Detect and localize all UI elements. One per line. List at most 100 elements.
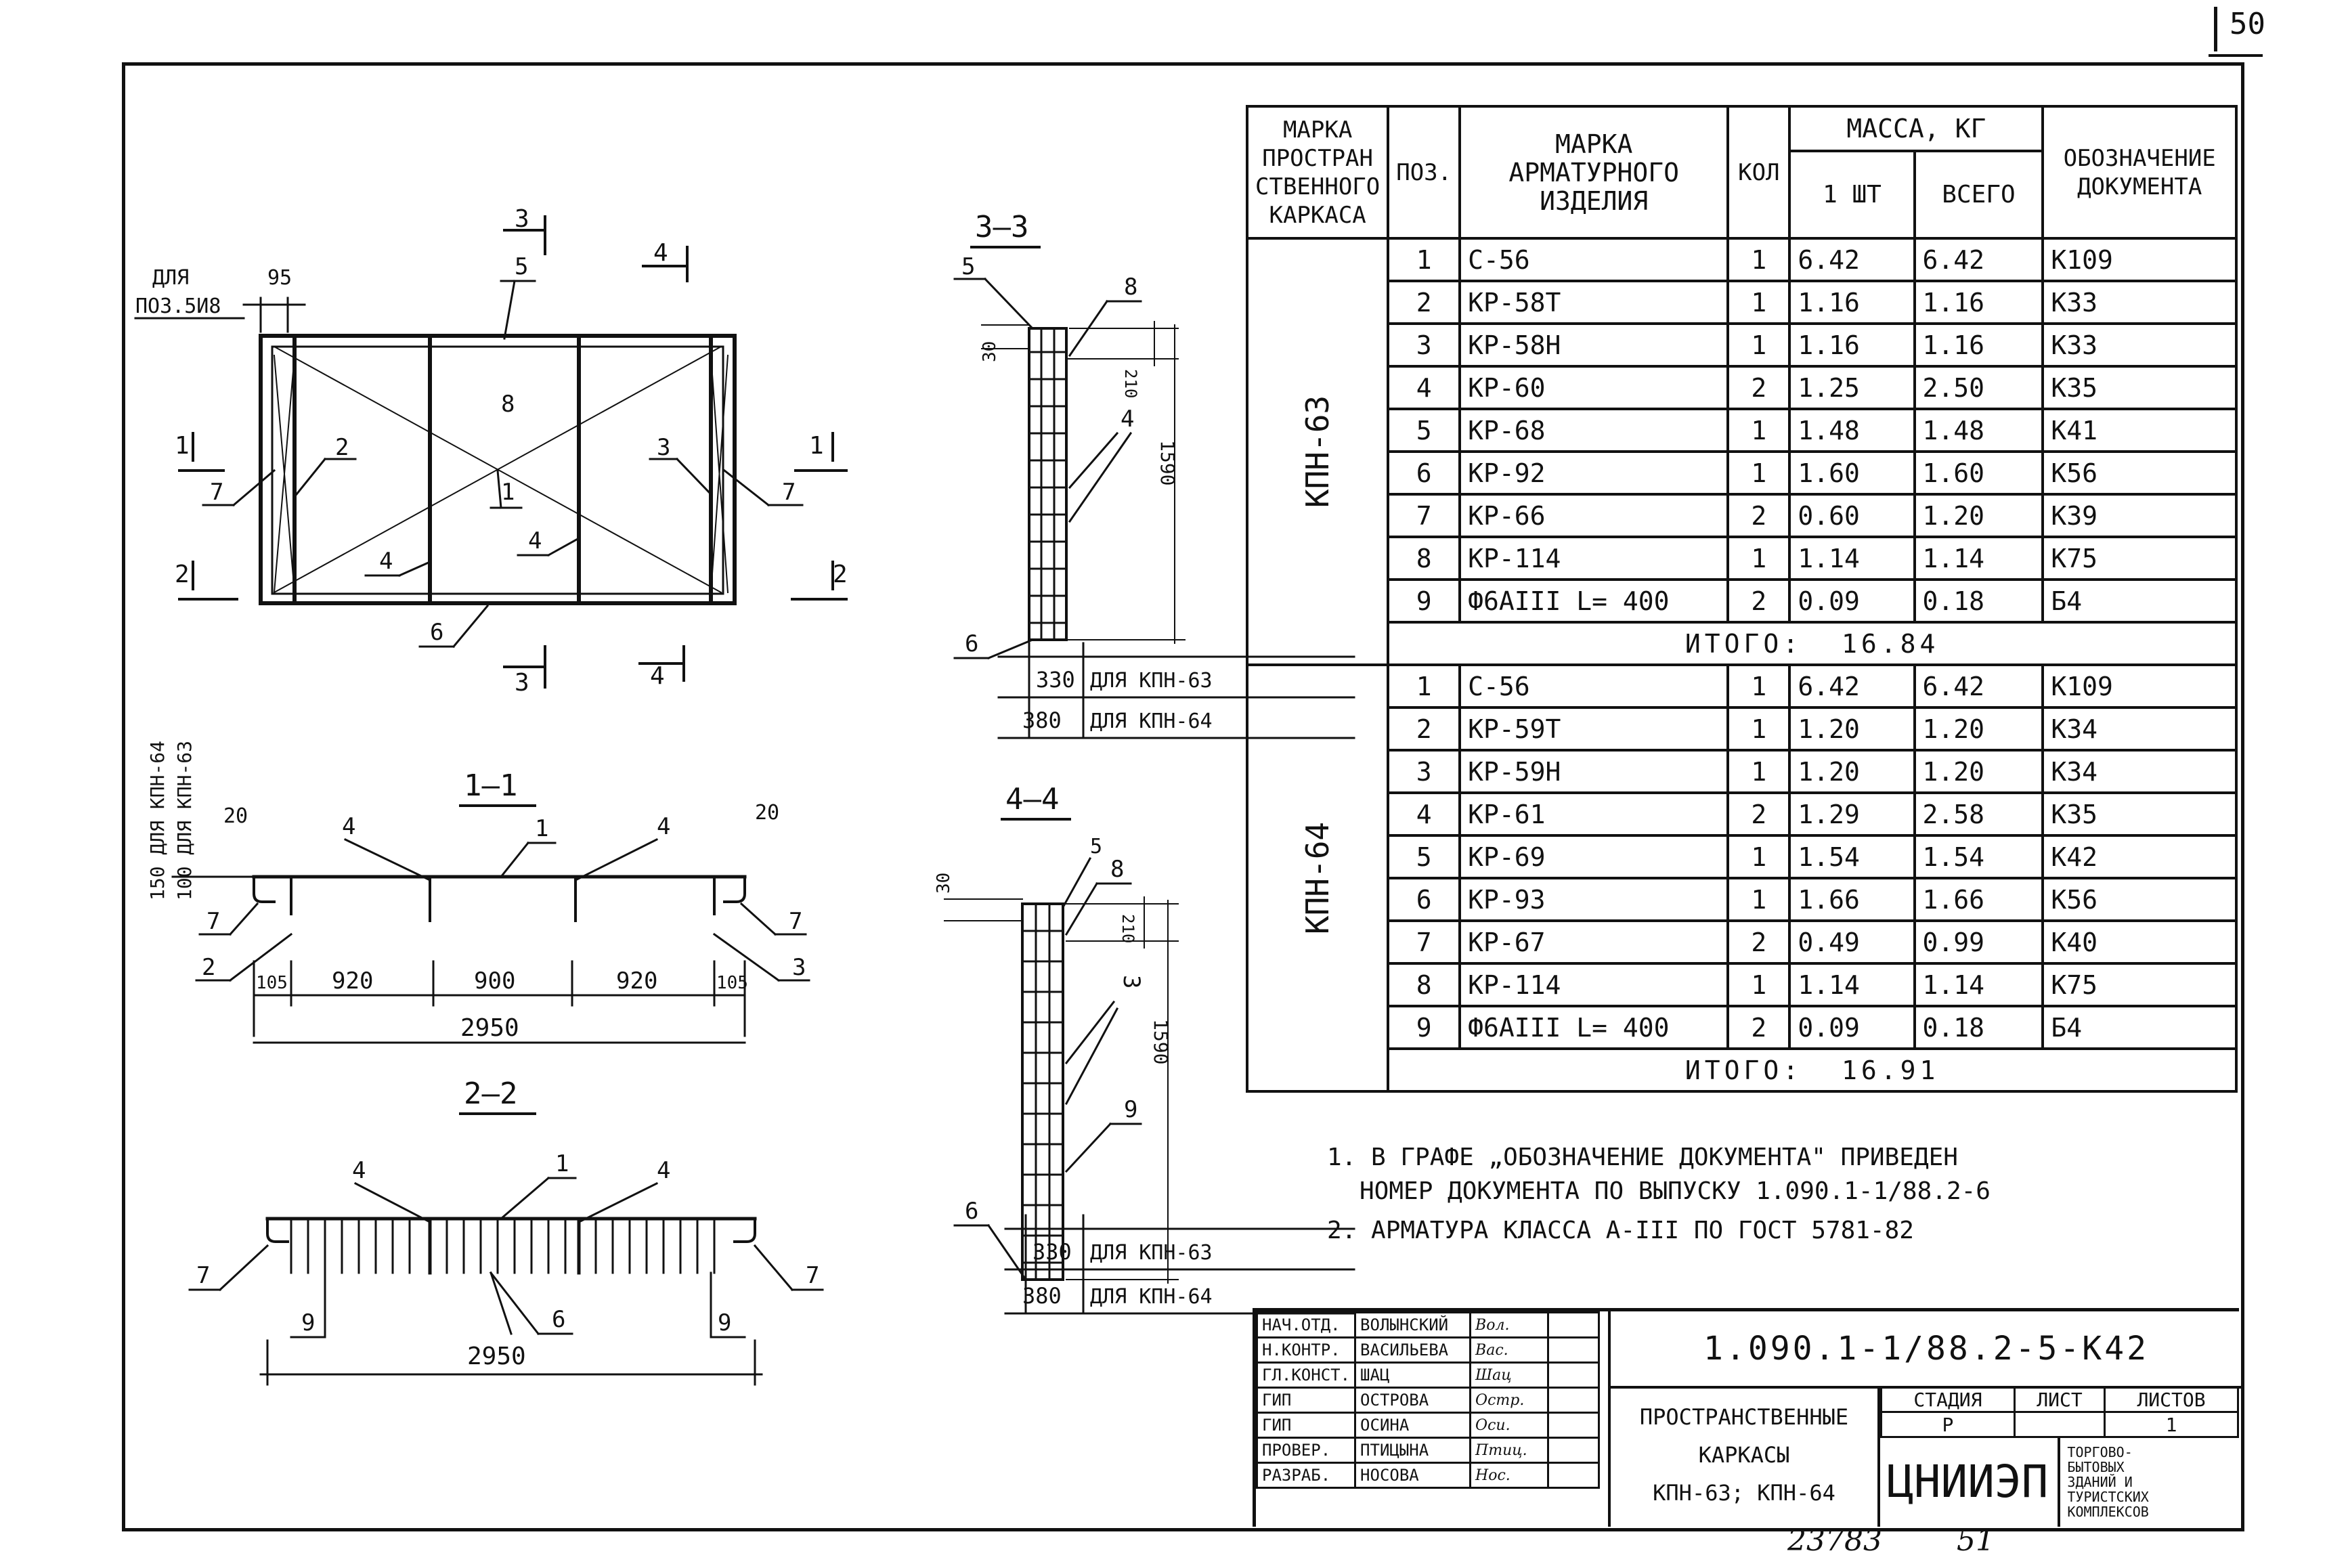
header-mass-total: ВСЕГО <box>1913 150 2045 240</box>
plan-callout-6: 6 <box>430 619 443 646</box>
section-1-1-callout-3: 3 <box>792 954 806 981</box>
cell-mass-one: 1.16 <box>1788 322 1916 368</box>
cell-mass-total: 1.20 <box>1913 706 2045 752</box>
section-1-1-callout-4-right: 4 <box>657 813 670 840</box>
section-3-3-cage <box>1028 327 1068 641</box>
section-3-3-width-63-label: ДЛЯ КПН-63 <box>1090 669 1213 693</box>
organization-block: ЦНИИЭП ТОРГОВО- БЫТОВЫХ ЗДАНИЙ И ТУРИСТС… <box>1880 1437 2239 1527</box>
section-4-4-width-64-label: ДЛЯ КПН-64 <box>1090 1285 1213 1309</box>
cell-mark: Ф6АIII L= 400 <box>1458 578 1730 624</box>
cell-qty: 1 <box>1726 706 1791 752</box>
cell-mark: КР-60 <box>1458 365 1730 410</box>
signature-role: РАЗРАБ. <box>1255 1462 1357 1489</box>
section-1-1: 1—1 150 ДЛЯ КПН-64 100 ДЛЯ КПН-63 20 20 … <box>146 741 810 1044</box>
cell-pos: 4 <box>1387 365 1462 410</box>
cell-mass-one: 0.09 <box>1788 578 1916 624</box>
org-desc-line: БЫТОВЫХ <box>2067 1458 2125 1475</box>
org-desc-line: ТУРИСТСКИХ <box>2067 1488 2149 1505</box>
organization-description: ТОРГОВО- БЫТОВЫХ ЗДАНИЙ И ТУРИСТСКИХ КОМ… <box>2060 1445 2148 1519</box>
cell-doc: К35 <box>2041 365 2238 410</box>
table-row: 9 Ф6АIII L= 400 2 0.09 0.18 Б4 <box>1247 1005 2238 1050</box>
cell-mass-total: 1.14 <box>1913 962 2045 1007</box>
section-2-2-title: 2—2 <box>464 1076 517 1111</box>
cell-qty: 2 <box>1726 578 1791 624</box>
group-cell-kpn-64: КПН-64 <box>1245 663 1390 1093</box>
cell-doc: К33 <box>2041 280 2238 325</box>
plan-note-pos: ПОЗ.5И8 <box>135 295 221 318</box>
table-row: 2 КР-58Т 1 1.16 1.16 К33 <box>1247 280 2238 325</box>
header-pos: ПОЗ. <box>1387 105 1462 240</box>
section-4-4-callout-3: 3 <box>1118 975 1145 988</box>
cell-mass-one: 0.09 <box>1788 1005 1916 1050</box>
cell-mark: КР-66 <box>1458 493 1730 538</box>
section-2-2-callout-9-left: 9 <box>301 1309 315 1336</box>
header-spatial-mark: МАРКА ПРОСТРАН СТВЕННОГО КАРКАСА <box>1245 105 1390 240</box>
header-qty: КОЛ <box>1726 105 1791 240</box>
table-row: 5 КР-69 1 1.54 1.54 К42 <box>1247 834 2238 879</box>
signature-row: Н.КОНТР. ВАСИЛЬЕВА Вас. <box>1255 1336 1601 1364</box>
cell-doc: К33 <box>2041 322 2238 368</box>
cell-mass-total: 6.42 <box>1913 663 2045 709</box>
signature-row: РАЗРАБ. НОСОВА Нос. <box>1255 1462 1601 1489</box>
signature: Оси. <box>1469 1412 1550 1439</box>
section-3-3-dim-210: 210 <box>1121 369 1140 398</box>
signature: Вол. <box>1469 1311 1550 1338</box>
cell-mass-one: 1.29 <box>1788 791 1916 837</box>
total-row-kpn-63: ИТОГО: 16.84 <box>1247 621 2238 666</box>
cell-mark: КР-67 <box>1458 919 1730 965</box>
group-label: КПН-64 <box>1299 821 1336 935</box>
section-4-4-width-63-label: ДЛЯ КПН-63 <box>1090 1241 1213 1265</box>
signature: Вас. <box>1469 1336 1550 1364</box>
section-1-1-dim-1: 920 <box>332 967 373 995</box>
section-4-4-dim-210: 210 <box>1118 914 1137 943</box>
header-item-mark: МАРКА АРМАТУРНОГО ИЗДЕЛИЯ <box>1458 105 1730 240</box>
section-4-4-width-64-value: 380 <box>1022 1283 1062 1309</box>
plan-callout-3: 3 <box>657 434 670 461</box>
cell-doc: К41 <box>2041 408 2238 453</box>
document-title-line-2: КАРКАСЫ <box>1698 1442 1790 1468</box>
table-row: 5 КР-68 1 1.48 1.48 К41 <box>1247 408 2238 453</box>
cell-mass-total: 1.14 <box>1913 536 2045 581</box>
section-1-1-dim-0: 105 <box>256 973 288 993</box>
header-mass-one: 1 ШТ <box>1788 150 1916 240</box>
cell-mass-total: 2.58 <box>1913 791 2045 837</box>
section-4-4-callout-8: 8 <box>1110 856 1124 883</box>
section-1-1-dim-20-left: 20 <box>223 804 248 828</box>
cell-mass-one: 1.16 <box>1788 280 1916 325</box>
total-cell: ИТОГО: 16.91 <box>1387 1047 2238 1093</box>
table-row: 8 КР-114 1 1.14 1.14 К75 <box>1247 536 2238 581</box>
plan-mark-3-top: 3 <box>515 205 529 233</box>
section-1-1-dim-20-right: 20 <box>755 801 779 825</box>
cell-mark: С-56 <box>1458 663 1730 709</box>
section-1-1-side-label-64: 150 ДЛЯ КПН-64 <box>146 741 169 900</box>
section-1-1-callout-7-right: 7 <box>789 908 802 935</box>
sheet-header: ЛИСТ <box>2013 1386 2106 1413</box>
section-3-3-callout-5: 5 <box>961 253 975 280</box>
plan-callout-2: 2 <box>335 434 349 461</box>
top-rule <box>2209 54 2263 57</box>
document-code: 1.090.1-1/88.2-5-К42 <box>1608 1311 2242 1389</box>
cell-mark: КР-69 <box>1458 834 1730 879</box>
inventory-number-suffix: 51 <box>1956 1523 1995 1558</box>
section-4-4: 4—4 5 8 30 210 1590 3 9 6 <box>934 782 1355 1315</box>
plan-view: ДЛЯ ПОЗ.5И8 95 1 1 2 2 3 3 4 4 5 8 <box>134 205 848 697</box>
cell-mass-total: 0.99 <box>1913 919 2045 965</box>
section-3-3-width-63-value: 330 <box>1036 667 1075 693</box>
cell-mass-one: 1.48 <box>1788 408 1916 453</box>
notes: 1. В ГРАФЕ „ОБОЗНАЧЕНИЕ ДОКУМЕНТА" ПРИВЕ… <box>1327 1141 1991 1248</box>
cell-mass-total: 1.16 <box>1913 280 2045 325</box>
org-desc-line: ЗДАНИЙ И <box>2067 1473 2133 1490</box>
section-2-2-callout-1: 1 <box>555 1150 569 1177</box>
plan-callout-7-right: 7 <box>782 479 796 506</box>
section-1-1-callout-2: 2 <box>202 954 215 981</box>
cell-mass-one: 1.20 <box>1788 706 1916 752</box>
cell-doc: К34 <box>2041 749 2238 794</box>
signature-table: НАЧ.ОТД. ВОЛЫНСКИЙ Вол. Н.КОНТР. ВАСИЛЬЕ… <box>1255 1311 1601 1489</box>
section-2-2-callout-4-right: 4 <box>657 1157 670 1184</box>
cell-doc: К75 <box>2041 536 2238 581</box>
cell-qty: 1 <box>1726 749 1791 794</box>
signature-row: ГИП ОСТРОВА Остр. <box>1255 1387 1601 1414</box>
table-row: 8 КР-114 1 1.14 1.14 К75 <box>1247 962 2238 1007</box>
cell-mark: КР-114 <box>1458 536 1730 581</box>
cell-mass-one: 0.60 <box>1788 493 1916 538</box>
